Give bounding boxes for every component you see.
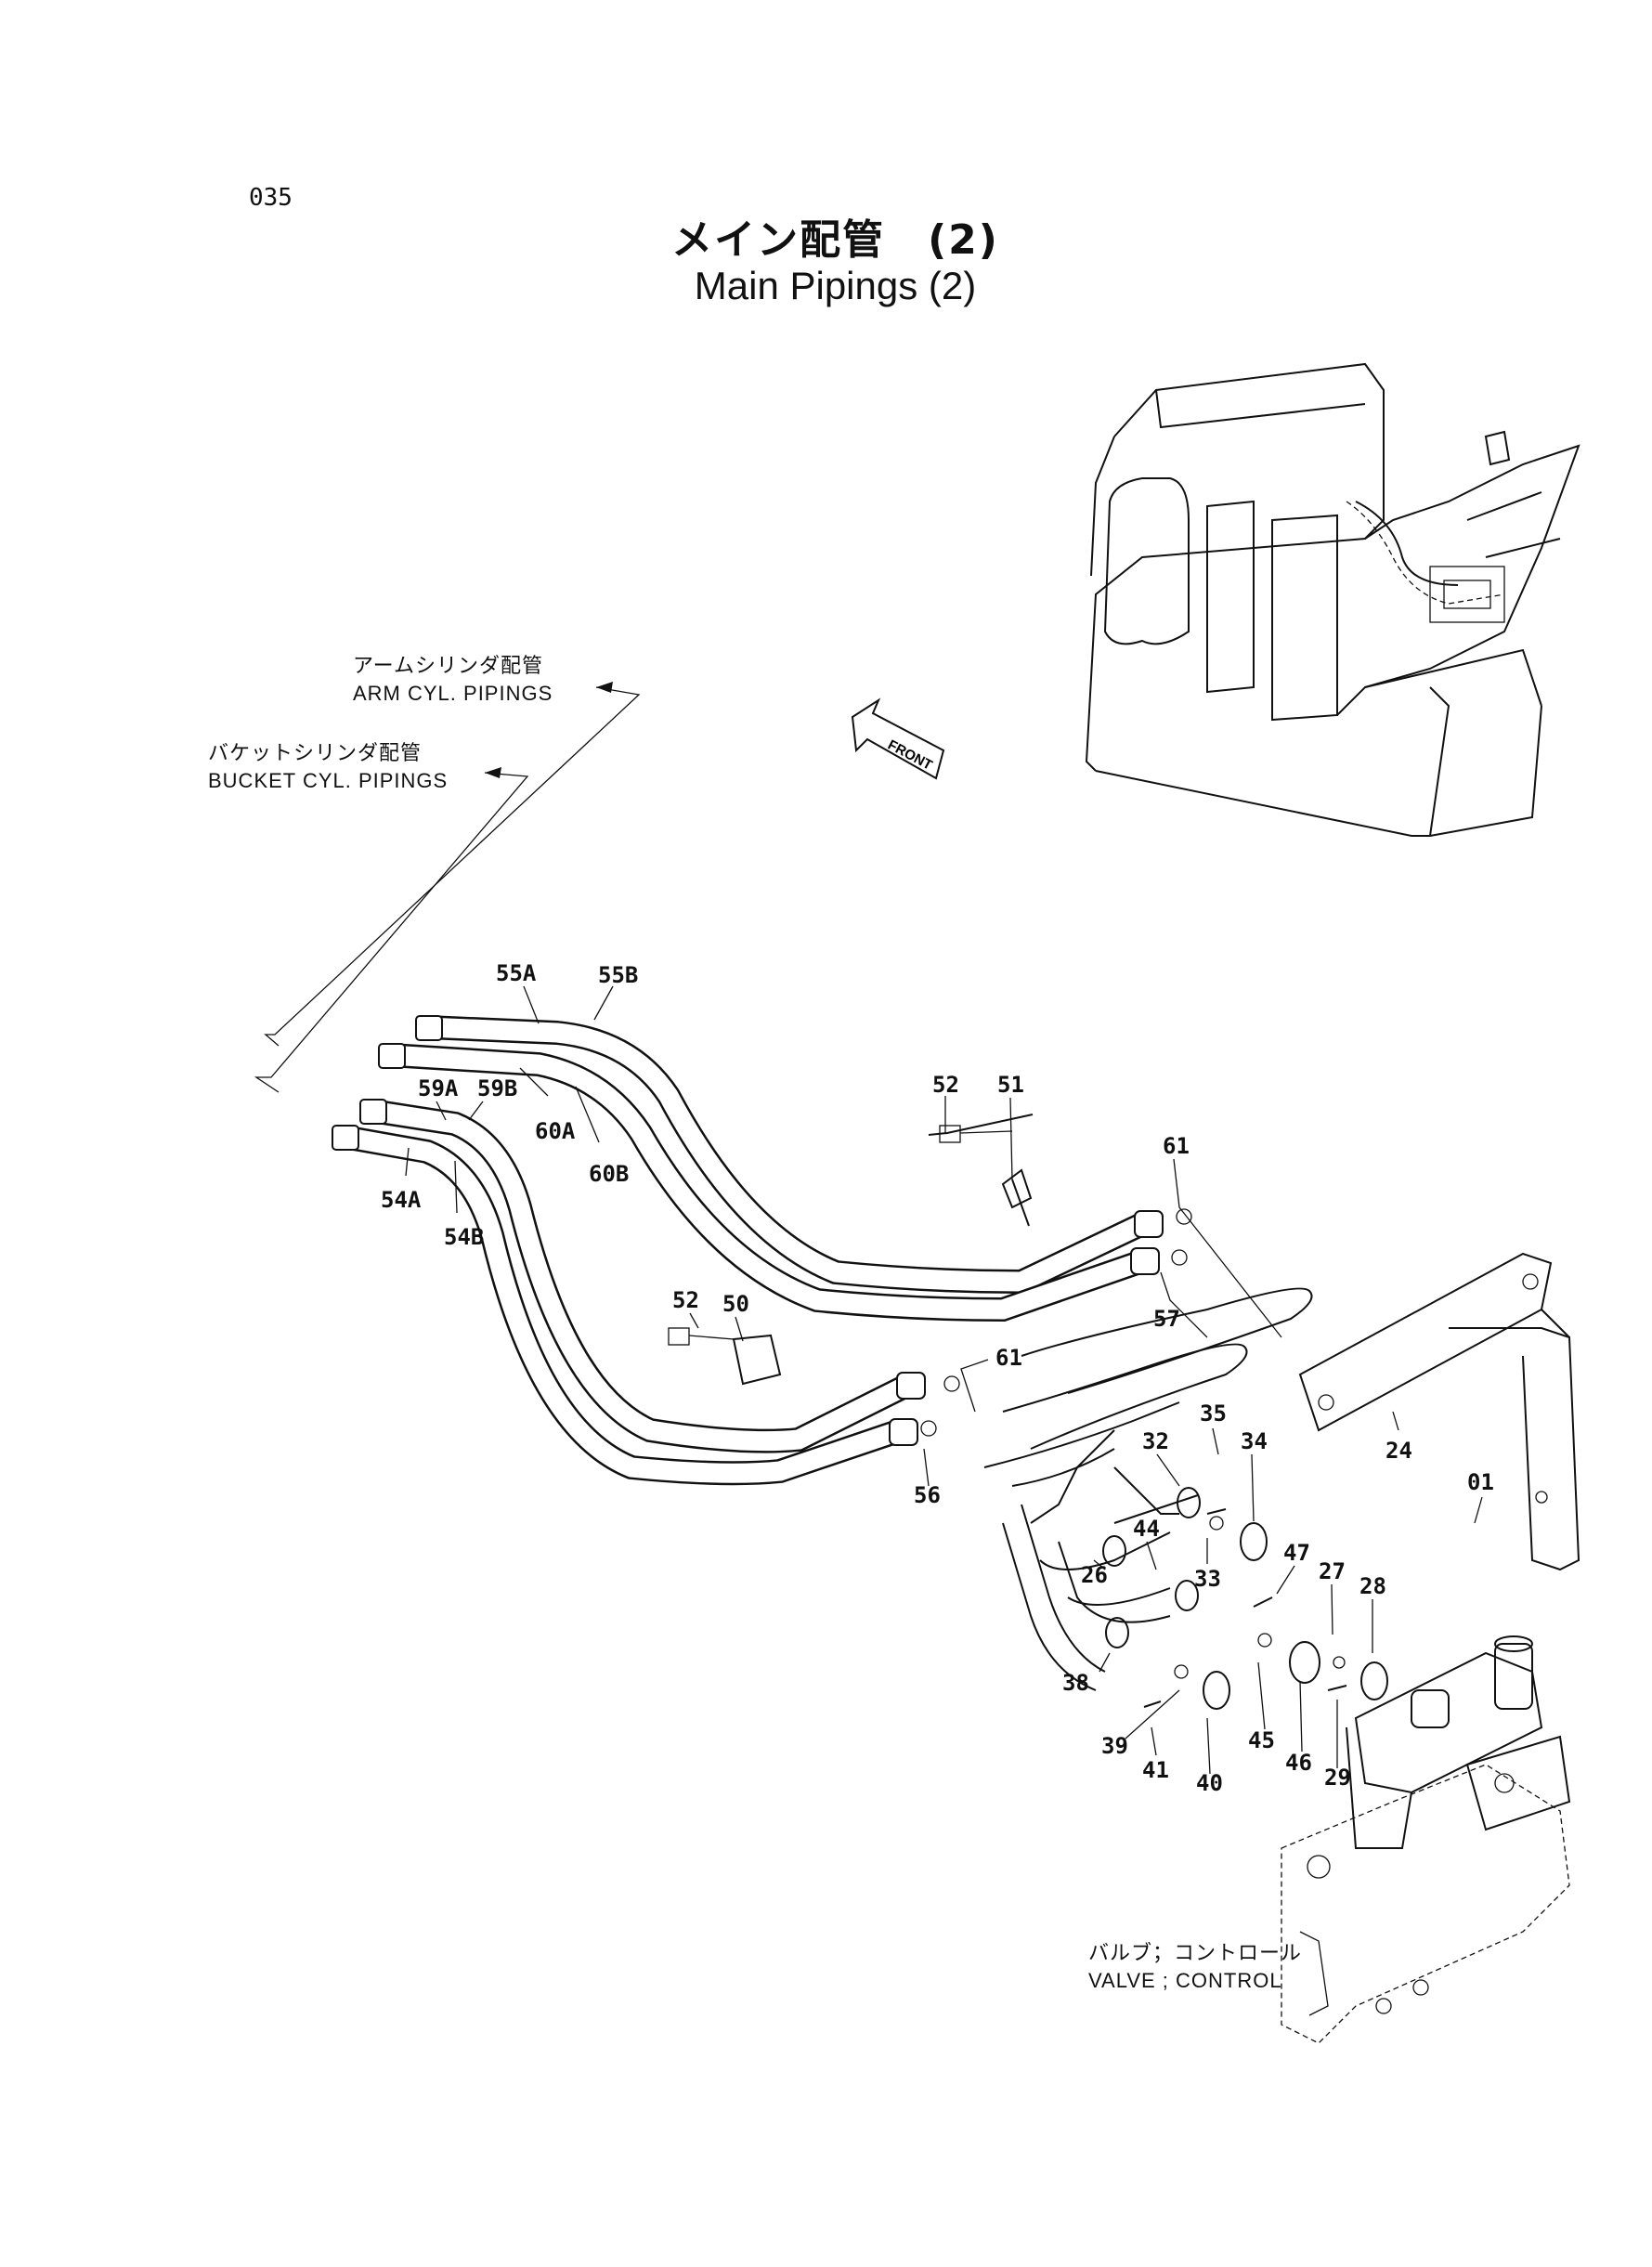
part-label-54a: 54A — [381, 1187, 422, 1213]
part-label-39: 39 — [1101, 1733, 1128, 1759]
control-valve-label-ja: バルブ；コントロール — [1088, 1941, 1303, 1964]
part-label-61-lower: 61 — [995, 1345, 1022, 1371]
part-label-29: 29 — [1324, 1765, 1351, 1791]
bucket-cyl-label-en: BUCKET CYL. PIPINGS — [208, 769, 449, 792]
main-hoses — [332, 1015, 1164, 1486]
part-label-40: 40 — [1196, 1770, 1223, 1796]
part-label-34: 34 — [1241, 1428, 1268, 1454]
part-label-60a: 60A — [535, 1118, 576, 1144]
part-label-54b: 54B — [444, 1224, 484, 1250]
part-label-45: 45 — [1248, 1727, 1275, 1753]
part-label-55b: 55B — [598, 962, 638, 988]
arm-cyl-callout: アームシリンダ配管 ARM CYL. PIPINGS — [353, 652, 553, 708]
part-label-57: 57 — [1153, 1306, 1180, 1332]
part-label-61-upper: 61 — [1163, 1133, 1190, 1159]
part-label-26: 26 — [1081, 1562, 1108, 1588]
part-leaders — [405, 985, 1483, 1775]
part-label-50: 50 — [722, 1291, 749, 1317]
part-label-60b: 60B — [589, 1161, 629, 1187]
part-label-41: 41 — [1142, 1757, 1169, 1783]
bucket-cyl-callout: バケットシリンダ配管 BUCKET CYL. PIPINGS — [208, 739, 448, 795]
steel-pipes — [983, 1287, 1313, 1691]
part-label-35: 35 — [1200, 1401, 1227, 1427]
part-number-labels: 55A 55B 59A 59B 60A 60B 54A 54B 52 51 61… — [381, 960, 1494, 1796]
page-number: 035 — [249, 184, 293, 212]
bracket-part-24 — [1298, 1252, 1580, 1571]
arm-cyl-label-en: ARM CYL. PIPINGS — [353, 682, 553, 705]
control-valve — [1281, 1635, 1571, 2044]
part-label-27: 27 — [1319, 1558, 1346, 1584]
part-label-47: 47 — [1283, 1540, 1310, 1566]
fittings — [668, 1114, 1388, 1710]
part-label-52-lower: 52 — [672, 1287, 699, 1313]
part-label-01: 01 — [1467, 1469, 1494, 1495]
part-label-59b: 59B — [477, 1075, 517, 1101]
arm-cyl-label-ja: アームシリンダ配管 — [353, 654, 544, 677]
front-direction-arrow: FRONT — [851, 697, 945, 780]
part-label-51: 51 — [997, 1072, 1024, 1098]
part-label-46: 46 — [1285, 1750, 1312, 1776]
page-title-english: Main Pipings (2) — [694, 264, 977, 307]
part-label-28: 28 — [1359, 1573, 1386, 1599]
callout-leaders — [254, 682, 641, 1093]
page-title-japanese: メイン配管 (2) — [671, 216, 999, 264]
bucket-cyl-label-ja: バケットシリンダ配管 — [208, 741, 423, 764]
part-label-32: 32 — [1142, 1428, 1169, 1454]
part-label-55a: 55A — [496, 960, 537, 986]
excavator-overview — [1085, 362, 1580, 837]
part-label-59a: 59A — [418, 1075, 459, 1101]
part-label-24: 24 — [1385, 1438, 1412, 1464]
part-label-38: 38 — [1062, 1670, 1089, 1696]
part-label-44: 44 — [1133, 1516, 1160, 1542]
control-valve-label-en: VALVE ; CONTROL — [1088, 1969, 1282, 1992]
control-valve-callout: バルブ；コントロール VALVE ; CONTROL — [1088, 1939, 1302, 1995]
part-label-52-upper: 52 — [932, 1072, 959, 1098]
part-label-33: 33 — [1194, 1566, 1221, 1592]
part-label-56: 56 — [914, 1482, 941, 1508]
